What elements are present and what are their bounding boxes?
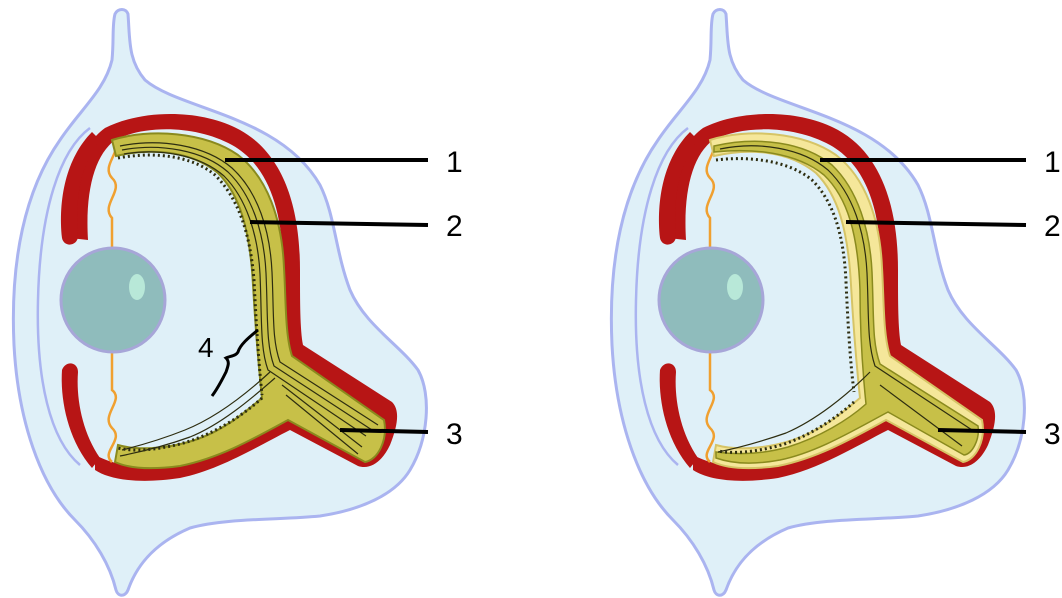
label-3: 3 <box>446 418 463 451</box>
label-1: 1 <box>446 146 463 179</box>
eye-diagram-left: 1 2 3 4 <box>13 10 462 596</box>
label-4: 4 <box>198 332 214 363</box>
leader-line-3 <box>938 430 1026 432</box>
eye-diagram-right: 1 2 3 <box>611 10 1060 596</box>
label-1: 1 <box>1044 146 1061 179</box>
label-3: 3 <box>1044 418 1061 451</box>
label-2: 2 <box>446 210 463 243</box>
leader-line-3 <box>340 430 428 432</box>
label-2: 2 <box>1044 210 1061 243</box>
